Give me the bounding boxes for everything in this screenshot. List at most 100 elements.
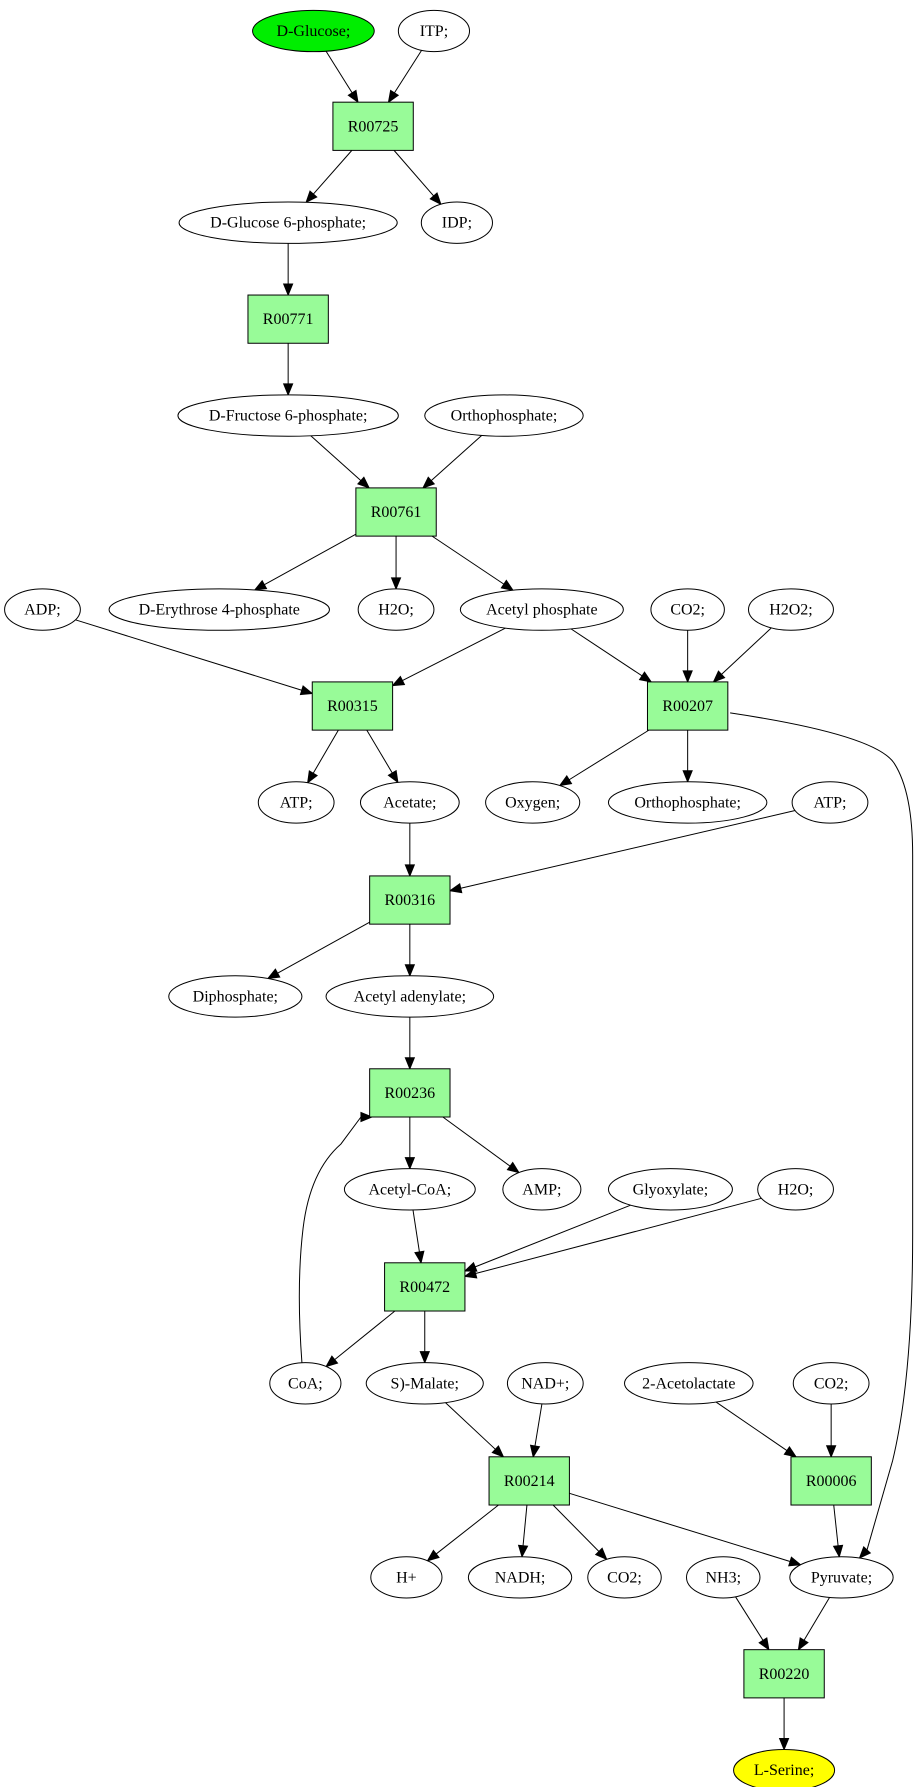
compound-h-plus-shape xyxy=(370,1556,443,1599)
edge-r00761-to-d-erythrose-4p-arrowhead xyxy=(253,579,268,591)
compound-atp-2-shape xyxy=(791,781,869,824)
compound-acetolactate-shape xyxy=(624,1362,754,1405)
edge-acetolactate-to-r00006-line xyxy=(715,1401,788,1452)
edge-h2o-2-to-r00472 xyxy=(463,1197,762,1279)
edge-r00220-to-l-serine-arrowhead xyxy=(778,1738,790,1751)
compound-s-malate-node: S)-Malate; xyxy=(365,1362,484,1405)
compound-acetolactate-label: 2-Acetolactate xyxy=(642,1375,735,1392)
edge-r00761-to-d-erythrose-4p xyxy=(253,533,357,591)
compound-orthophosphate-2-shape xyxy=(607,781,768,824)
edge-s-malate-to-r00214 xyxy=(445,1402,505,1458)
compound-nad-plus-label: NAD+; xyxy=(521,1375,569,1392)
edge-r00725-to-idp-arrowhead xyxy=(429,192,442,206)
edge-coa-to-r00236-line xyxy=(298,1116,362,1363)
edge-acetyl-phosphate-to-r00207-line xyxy=(570,628,643,677)
edge-d-glucose-to-r00725 xyxy=(325,50,359,104)
edge-r00316-to-acetyl-adenylate xyxy=(404,924,416,978)
edge-r00214-to-nadh xyxy=(517,1504,529,1559)
compound-nad-plus-shape xyxy=(506,1362,584,1405)
reaction-r00006-node: R00006 xyxy=(790,1456,872,1506)
compound-nadh-node: NADH; xyxy=(467,1556,573,1599)
reaction-r00006-label: R00006 xyxy=(806,1473,857,1490)
edge-d-fructose-6p-to-r00761-arrowhead xyxy=(357,476,371,489)
reaction-r00220-shape xyxy=(743,1649,825,1699)
reaction-r00761-label: R00761 xyxy=(371,504,422,521)
compound-co2-1-shape xyxy=(650,588,725,631)
edge-r00771-to-d-fructose-6p xyxy=(282,343,294,397)
edge-glyoxylate-to-r00472-line xyxy=(474,1204,631,1268)
compound-coa-shape xyxy=(269,1362,342,1405)
edge-r00725-to-d-glucose-6p-line xyxy=(312,150,353,195)
edge-r00315-to-acetate-arrowhead xyxy=(387,769,399,784)
edge-r00207-to-pyruvate-line xyxy=(730,712,914,1551)
edge-r00006-to-pyruvate-line xyxy=(833,1504,839,1546)
reaction-r00472-node: R00472 xyxy=(384,1262,466,1312)
edge-r00236-to-amp-arrowhead xyxy=(506,1161,521,1174)
compound-co2-2-label: CO2; xyxy=(814,1375,849,1392)
compound-nh3-label: NH3; xyxy=(705,1569,741,1586)
edge-acetyl-phosphate-to-r00207-arrowhead xyxy=(638,671,653,683)
edge-pyruvate-to-r00220 xyxy=(797,1597,830,1651)
compound-nh3-node: NH3; xyxy=(686,1556,761,1599)
reaction-r00316-node: R00316 xyxy=(369,875,451,925)
edge-adp-to-r00315-line xyxy=(75,619,302,691)
compound-oxygen-shape xyxy=(485,781,581,824)
compound-co2-3-label: CO2; xyxy=(607,1569,642,1586)
compound-acetolactate-node: 2-Acetolactate xyxy=(624,1362,754,1405)
compound-acetate-shape xyxy=(359,781,460,824)
edge-h2o2-to-r00207-line xyxy=(721,627,772,675)
compound-itp-label: ITP; xyxy=(420,23,448,40)
compound-acetyl-coa-label: Acetyl-CoA; xyxy=(369,1181,452,1198)
edge-r00315-to-acetate xyxy=(366,729,399,784)
edge-r00316-to-diphosphate-line xyxy=(277,921,370,974)
edge-r00472-to-coa-line xyxy=(334,1310,396,1361)
edge-d-glucose-6p-to-r00771-arrowhead xyxy=(282,283,294,297)
compound-co2-3-shape xyxy=(587,1556,662,1599)
edge-r00236-to-acetyl-coa-arrowhead xyxy=(404,1157,416,1170)
edge-nh3-to-r00220-line xyxy=(735,1596,764,1641)
edge-r00006-to-pyruvate xyxy=(832,1504,844,1559)
edge-r00207-to-pyruvate xyxy=(730,712,914,1559)
reaction-r00207-label: R00207 xyxy=(662,698,713,715)
edge-atp-2-to-r00316-line xyxy=(460,810,796,889)
compound-acetyl-phosphate-label: Acetyl phosphate xyxy=(486,602,598,619)
compound-d-glucose-6p-node: D-Glucose 6-phosphate; xyxy=(178,201,398,244)
compound-oxygen-label: Oxygen; xyxy=(505,794,560,811)
compound-l-serine-node: L-Serine; xyxy=(733,1749,836,1787)
reaction-r00472-shape xyxy=(384,1262,466,1312)
compound-atp-1-shape xyxy=(257,781,335,824)
edge-pyruvate-to-r00220-arrowhead xyxy=(797,1637,809,1651)
compound-atp-2-label: ATP; xyxy=(814,794,847,811)
edge-r00761-to-d-erythrose-4p-line xyxy=(264,533,357,586)
edge-r00316-to-acetyl-adenylate-arrowhead xyxy=(404,964,416,978)
edge-r00214-to-h-plus-line xyxy=(435,1504,499,1555)
compound-idp-label: IDP; xyxy=(442,215,472,232)
compound-coa-label: CoA; xyxy=(288,1375,323,1392)
edge-r00214-to-co2-3-arrowhead xyxy=(594,1547,608,1561)
edge-r00725-to-d-glucose-6p xyxy=(305,150,353,204)
compound-h2o-2-shape xyxy=(757,1168,834,1211)
edge-r00214-to-pyruvate-arrowhead xyxy=(788,1556,802,1567)
edge-r00725-to-idp-line xyxy=(393,150,435,197)
compound-s-malate-label: S)-Malate; xyxy=(391,1375,459,1392)
compound-acetyl-phosphate-node: Acetyl phosphate xyxy=(459,588,624,631)
compound-acetyl-coa-node: Acetyl-CoA; xyxy=(343,1168,476,1211)
compound-adp-node: ADP; xyxy=(4,588,81,631)
compound-l-serine-shape xyxy=(733,1749,836,1787)
edge-acetyl-phosphate-to-r00207 xyxy=(570,628,653,683)
edge-h2o-2-to-r00472-arrowhead xyxy=(463,1268,478,1279)
edge-acetyl-coa-to-r00472 xyxy=(412,1209,425,1265)
edge-h2o2-to-r00207 xyxy=(712,627,772,683)
edge-itp-to-r00725-arrowhead xyxy=(387,89,400,104)
compound-orthophosphate-2-label: Orthophosphate; xyxy=(634,794,741,811)
edge-r00220-to-l-serine xyxy=(778,1697,790,1751)
edge-acetyl-adenylate-to-r00236-arrowhead xyxy=(404,1057,416,1071)
edge-r00214-to-nadh-arrowhead xyxy=(517,1544,529,1559)
edge-r00207-to-orthophosphate-2 xyxy=(682,730,693,784)
edge-r00207-to-orthophosphate-2-arrowhead xyxy=(682,770,693,784)
edge-nad-plus-to-r00214-line xyxy=(534,1403,543,1447)
compound-h2o-1-shape xyxy=(357,588,435,631)
edge-r00761-to-h2o-1-arrowhead xyxy=(390,577,402,591)
compound-idp-shape xyxy=(420,201,493,244)
